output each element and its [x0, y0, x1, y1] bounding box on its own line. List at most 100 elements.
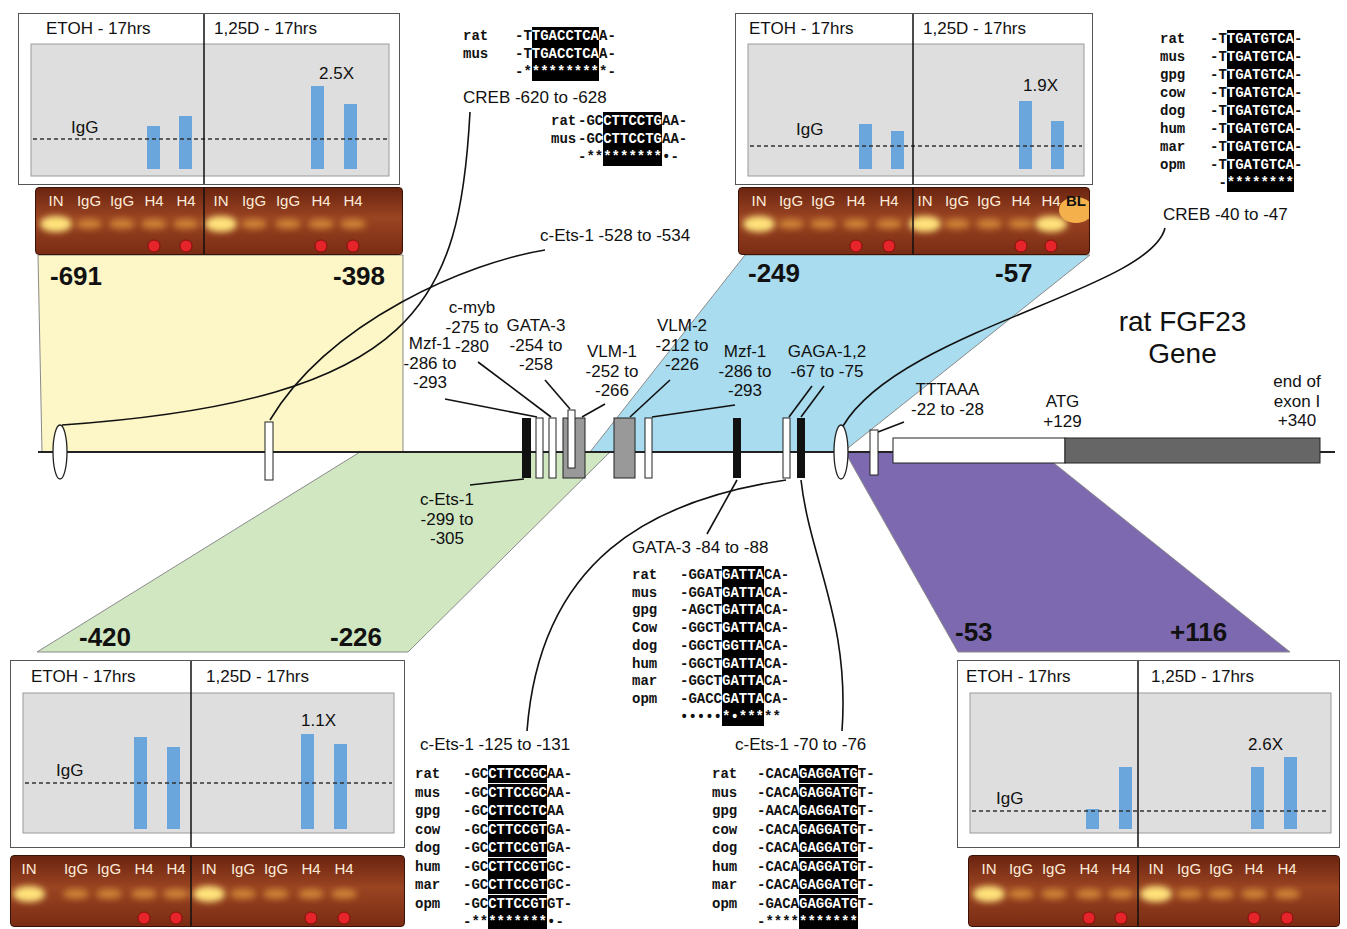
lane-label: IgG — [945, 192, 969, 209]
region-boundary: -249 — [748, 260, 800, 286]
flank-sequence: -CACA — [757, 821, 799, 839]
conserved-core: TGATGTCA — [1227, 102, 1294, 120]
species-name: cow — [415, 821, 440, 839]
species-name: cow — [712, 821, 737, 839]
sequence-row: -**********- — [515, 63, 616, 81]
gel-image: INIgGIgGH4H4INIgGIgGH4H4 — [968, 855, 1340, 927]
flank-sequence: T- — [858, 766, 875, 782]
flank-sequence: -T — [1210, 102, 1227, 120]
sequence-row: -GCCTTCCGTGA- — [463, 821, 572, 839]
flank-sequence: CA- — [764, 567, 789, 583]
dna-band — [40, 216, 72, 232]
condition-header: ETOH - 17hrs — [46, 19, 151, 39]
species-name: mus — [463, 45, 488, 63]
lane-label: IgG — [779, 192, 803, 209]
flank-sequence: A- — [599, 28, 616, 44]
lane-label: IN — [1149, 860, 1164, 877]
site-label: GATA-3 -84 to -88 — [632, 538, 768, 558]
gaga-site — [797, 418, 805, 478]
flank-sequence: -T — [1210, 120, 1227, 138]
chart-drawing — [736, 14, 1092, 184]
lane-label: IN — [752, 192, 767, 209]
sequence-row: -AACAGAGGATGT- — [757, 802, 875, 820]
flank-sequence: -GC — [578, 112, 603, 130]
lane-label: IgG — [97, 860, 121, 877]
gata-site — [568, 410, 575, 468]
marker-dot — [1015, 240, 1027, 252]
sequence-row: -TTGATGTCA- — [1210, 120, 1302, 138]
sequence-row: -GGATGATTACA- — [680, 566, 789, 584]
marker-dot — [338, 912, 350, 924]
flank-sequence: GA- — [547, 840, 572, 856]
promoter-region: -691-398 — [36, 255, 405, 452]
dna-band — [275, 219, 301, 229]
lane-label: H4 — [311, 192, 330, 209]
dna-band — [909, 216, 941, 232]
marker-dot — [850, 240, 862, 252]
lane-label: H4 — [1111, 860, 1130, 877]
leader-line — [878, 422, 904, 432]
lane-label: IgG — [1009, 860, 1033, 877]
dna-band — [973, 886, 1005, 902]
sequence-row: -CACAGAGGATGT- — [757, 858, 875, 876]
chart-drawing — [11, 661, 404, 847]
conserved-core: CTTCCGT — [488, 895, 547, 913]
species-name: rat — [632, 566, 657, 584]
creb-site — [53, 425, 67, 479]
lane-label: IgG — [64, 860, 88, 877]
flank-sequence: -CACA — [757, 784, 799, 802]
lane-label: IN — [22, 860, 37, 877]
gel-image: INIgGIgGH4H4INIgGIgGH4H4 — [10, 855, 405, 927]
lane-label: IgG — [110, 192, 134, 209]
chart-panel: ETOH - 17hrs1,25D - 17hrsIgG2.5X — [18, 13, 400, 185]
dna-band — [1035, 216, 1067, 232]
flank-sequence: CA- — [764, 656, 789, 672]
dna-band — [131, 889, 157, 899]
igg-label: IgG — [56, 761, 83, 781]
plot-area — [31, 44, 389, 176]
sequence-row: -TTGACCTCAA- — [515, 27, 616, 45]
site-label: VLM-2 -212 to -226 — [646, 316, 718, 375]
species-name: rat — [551, 112, 576, 130]
lane-label: H4 — [879, 192, 898, 209]
dna-band — [241, 219, 267, 229]
dna-band — [778, 219, 804, 229]
mzf-site — [536, 418, 543, 478]
species-name: opm — [415, 895, 440, 913]
igg-threshold — [972, 810, 1329, 811]
marker-dot — [138, 912, 150, 924]
species-name: mus — [1160, 48, 1185, 66]
igg-label: IgG — [996, 789, 1023, 809]
flank-sequence: - — [1294, 49, 1302, 65]
site-label: CREB -620 to -628 — [463, 88, 607, 108]
lane-label: H4 — [1041, 192, 1060, 209]
ets-site — [522, 418, 531, 478]
species-name: gpg — [1160, 66, 1185, 84]
flank-sequence: •- — [547, 914, 564, 929]
flank-sequence: -T — [1210, 48, 1227, 66]
flank-sequence: GC- — [547, 859, 572, 875]
fold-change: 2.5X — [319, 64, 354, 84]
flank-sequence: -CACA — [757, 876, 799, 894]
marker-dot — [1115, 912, 1127, 924]
conserved-core: GAGGATG — [799, 839, 858, 857]
sequence-row: -AGCTGATTACA- — [680, 601, 789, 619]
flank-sequence: -GC — [463, 876, 488, 894]
dna-band — [340, 219, 366, 229]
site-label: CREB -40 to -47 — [1163, 205, 1288, 225]
sequence-row: -TTGATGTCA- — [1210, 66, 1302, 84]
marker-dot — [347, 240, 359, 252]
flank-sequence: -GACA — [757, 895, 799, 913]
species-name: hum — [632, 655, 657, 673]
flank-sequence: -GGAT — [680, 584, 722, 602]
conserved-core: GAGGATG — [799, 784, 858, 802]
site-label: GAGA-1,2 -67 to -75 — [783, 342, 871, 381]
conserved-core: ******* — [603, 148, 662, 166]
marker-dot — [1281, 912, 1293, 924]
flank-sequence: -GGCT — [680, 619, 722, 637]
dna-band — [205, 216, 237, 232]
flank-sequence: T- — [858, 803, 875, 819]
sequence-row: -GGATGATTACA- — [680, 584, 789, 602]
flank-sequence: -* — [515, 63, 532, 81]
site-label: c-Ets-1 -299 to -305 — [412, 490, 482, 549]
